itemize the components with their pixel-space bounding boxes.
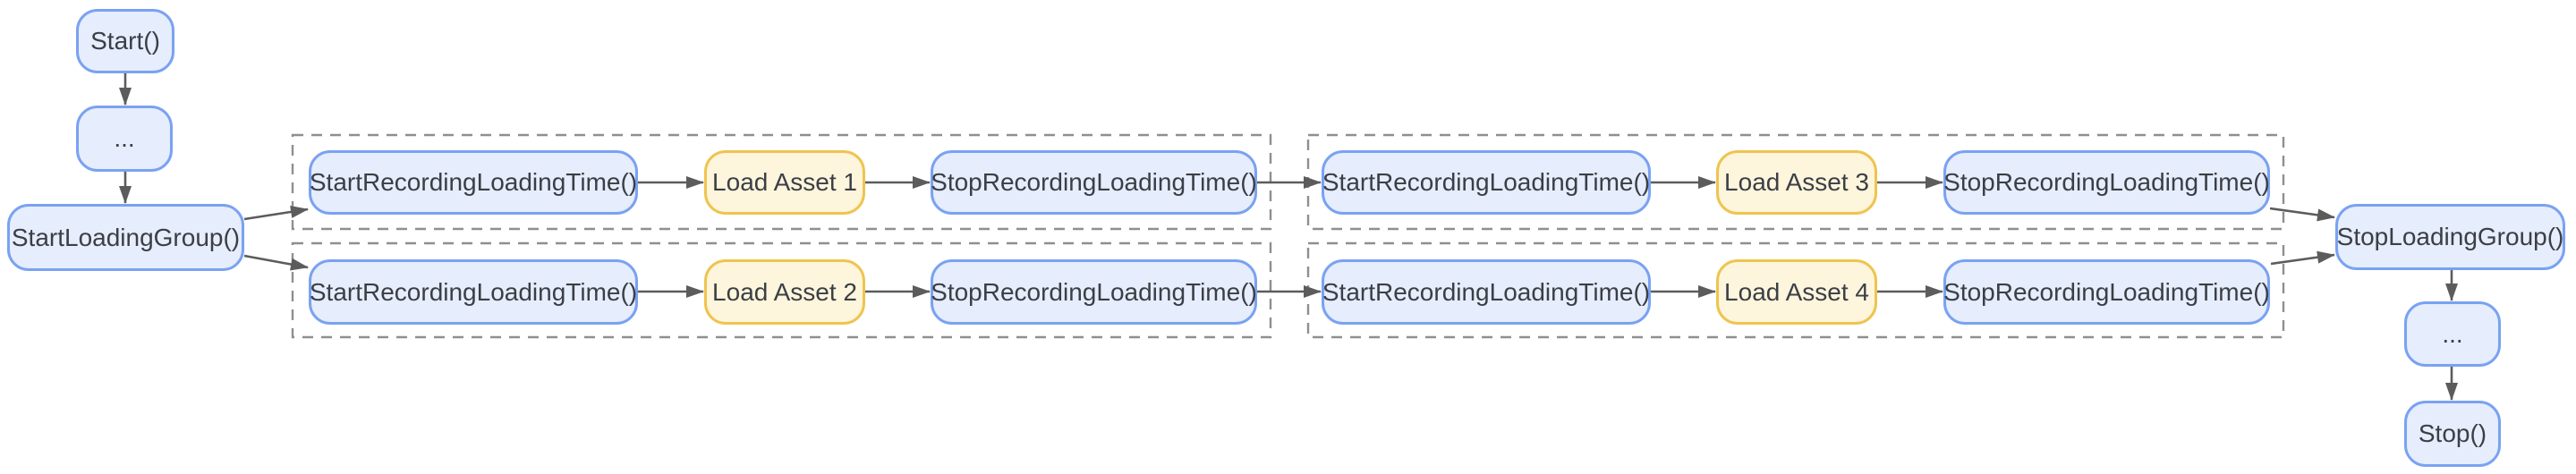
node-stop: Stop() [2404,401,2501,467]
node-g2r1-start-recording: StartRecordingLoadingTime() [1322,150,1651,215]
node-start-loading-group: StartLoadingGroup() [7,204,244,271]
arrow-row1-to-stoploadinggroup [2269,207,2335,222]
node-g2r1-stop-recording: StopRecordingLoadingTime() [1943,150,2270,215]
group1-row2-boundary [291,241,1272,339]
node-start: Start() [76,9,174,73]
node-load-asset-4: Load Asset 4 [1716,259,1877,325]
node-load-asset-3: Load Asset 3 [1716,150,1877,215]
node-stop-loading-group: StopLoadingGroup() [2335,204,2565,270]
arrow-startloadinggroup-to-row1 [243,205,309,221]
node-ellipsis-bottom: ... [2404,301,2501,367]
node-g2r2-stop-recording: StopRecordingLoadingTime() [1943,259,2270,325]
node-g1r2-stop-recording: StopRecordingLoadingTime() [931,259,1257,325]
node-g1r1-stop-recording: StopRecordingLoadingTime() [931,150,1257,215]
node-load-asset-2: Load Asset 2 [704,259,865,325]
node-g2r2-start-recording: StartRecordingLoadingTime() [1322,259,1651,325]
node-g1r1-start-recording: StartRecordingLoadingTime() [309,150,638,215]
arrow-startloadinggroup-to-row2 [243,254,309,271]
arrow-row2-to-stoploadinggroup [2270,250,2335,266]
node-load-asset-1: Load Asset 1 [704,150,865,215]
node-ellipsis-top: ... [76,106,173,172]
node-g1r2-start-recording: StartRecordingLoadingTime() [309,259,638,325]
